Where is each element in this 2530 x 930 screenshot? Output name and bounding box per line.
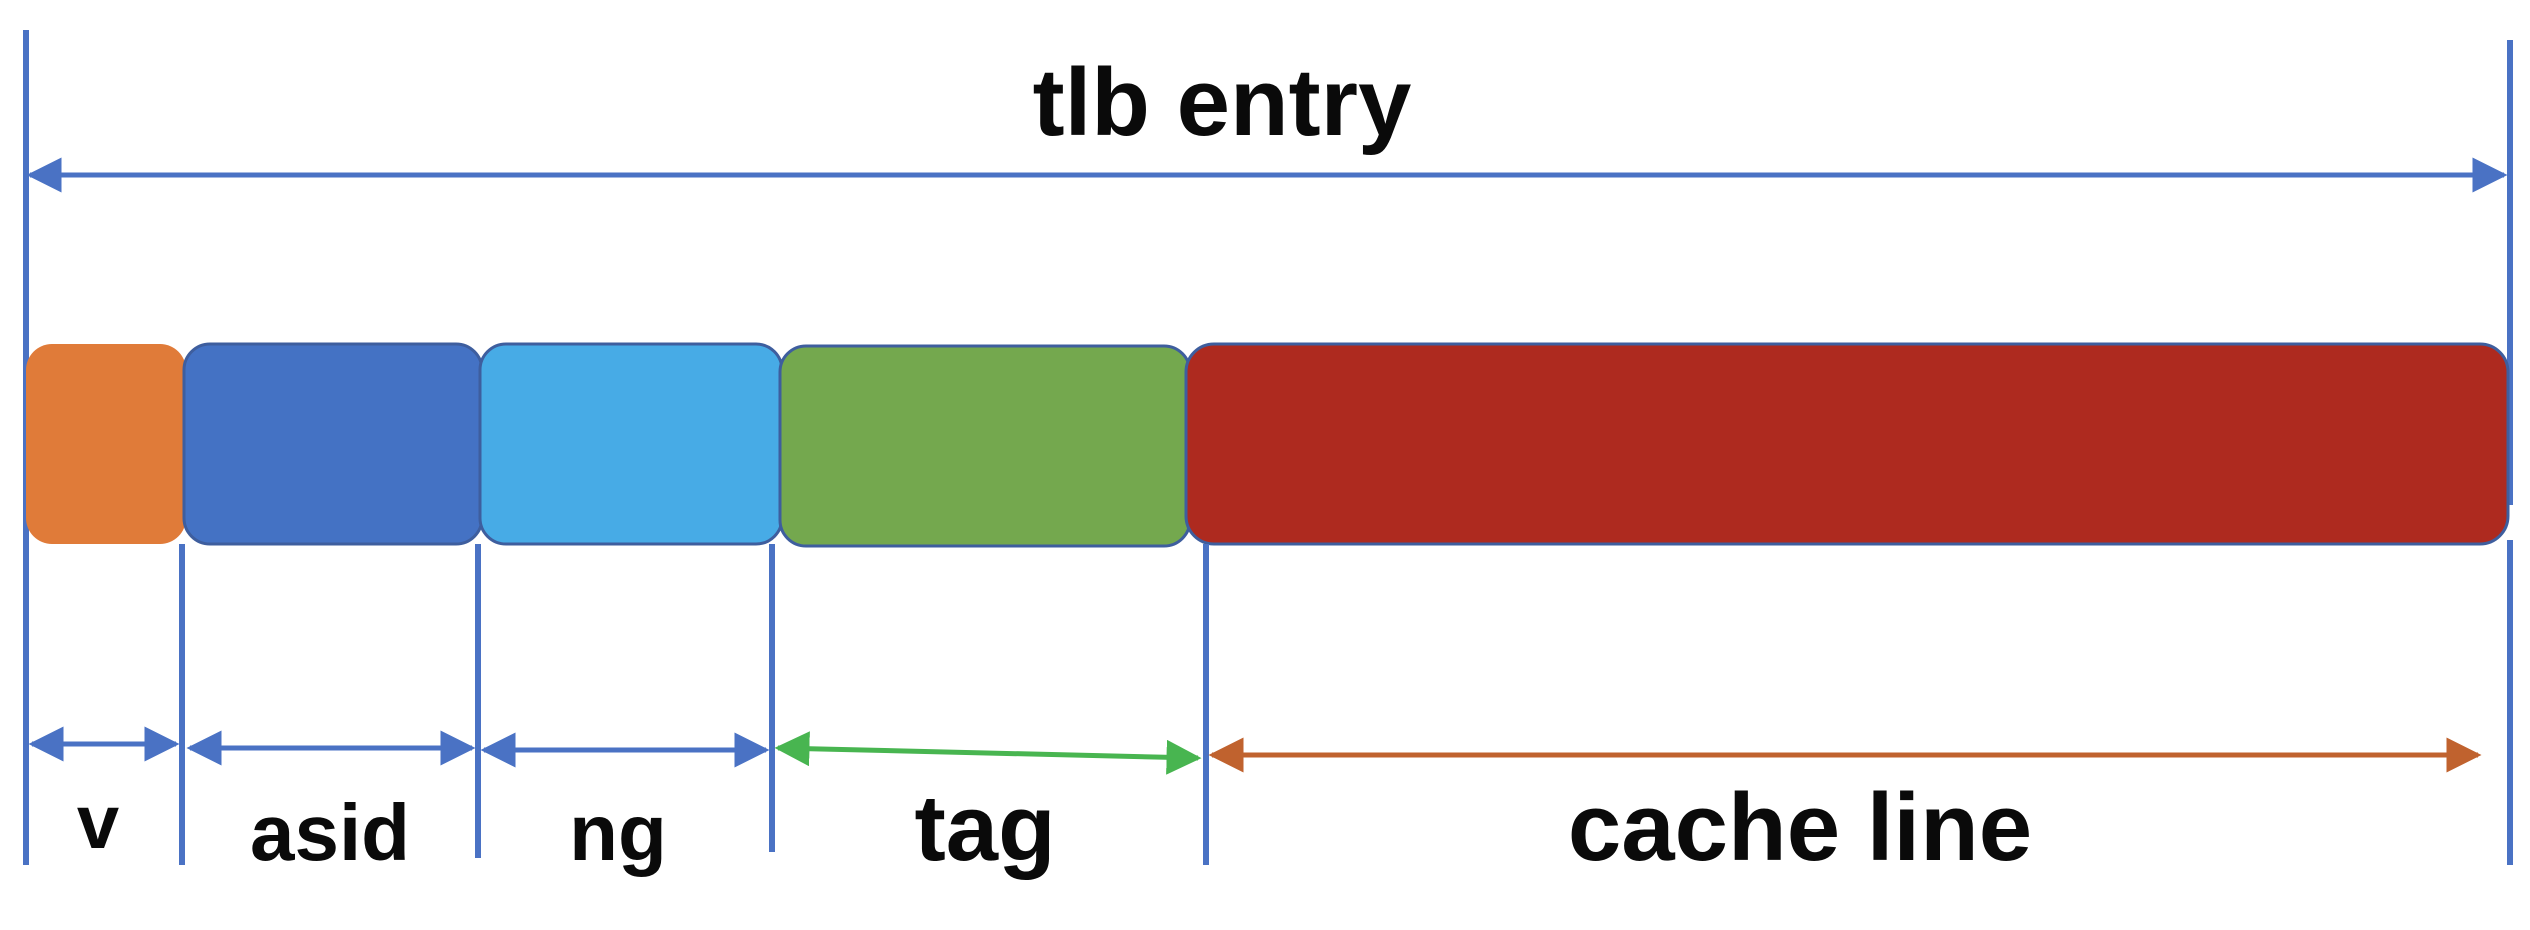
field-ng-label: ng [569,788,667,877]
field-asid-label: asid [250,788,410,877]
field-ng-block [478,342,784,546]
field-tag-block [778,344,1192,548]
field-asid-block [182,342,484,546]
diagram-title: tlb entry [1033,49,1412,156]
field-v-label: v [77,780,119,865]
field-cache-line-block [1184,342,2510,546]
field-cache-line-label: cache line [1568,774,2032,881]
field-v-block [26,344,186,544]
field-tag-label: tag [915,775,1056,880]
tag-span-arrow [774,731,1202,775]
